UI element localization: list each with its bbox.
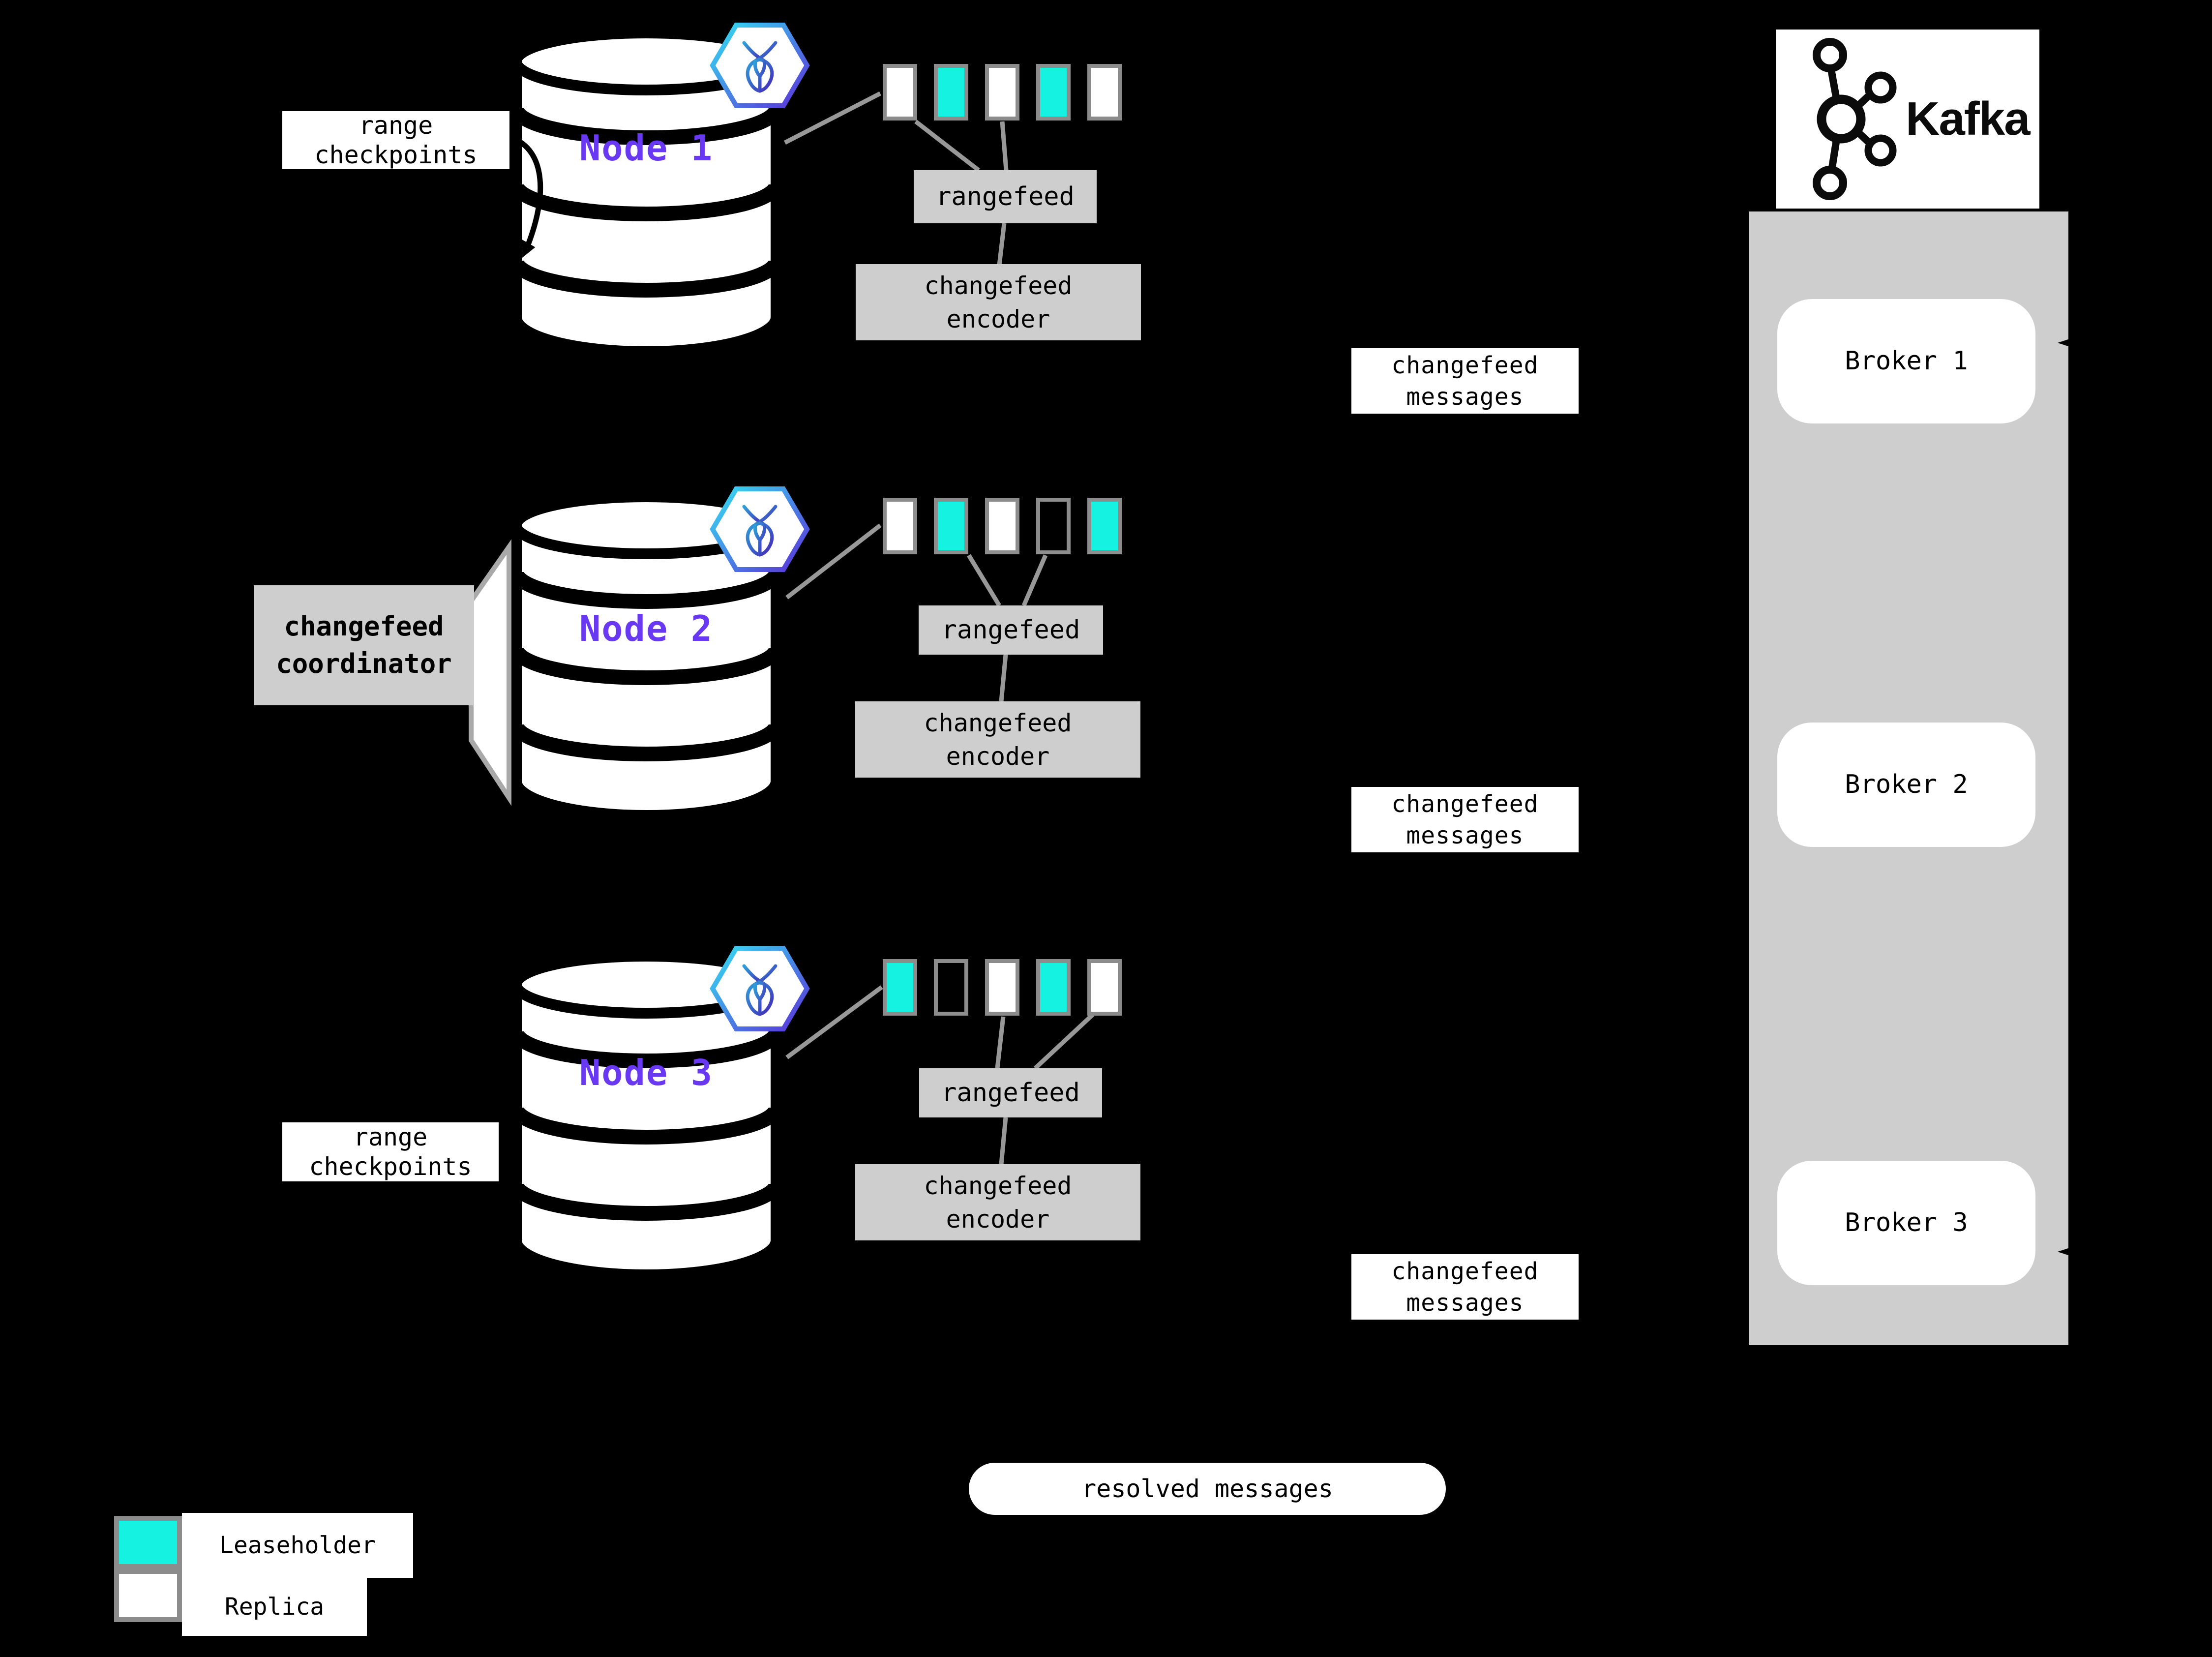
node2-label: Node 2: [579, 608, 714, 649]
node3-cylinder: [509, 951, 783, 1280]
node3-label: Node 3: [579, 1052, 714, 1093]
range-block-leaseholder: [1036, 64, 1071, 121]
changefeed-encoder-box-node3: changefeed encoder: [855, 1164, 1140, 1240]
broker-3-box: Broker 3: [1777, 1161, 2035, 1285]
resolved-messages-pill: resolved messages: [969, 1463, 1446, 1515]
rangefeed-box-node3: rangefeed: [919, 1068, 1102, 1117]
broker1-arrowhead: [2058, 335, 2080, 350]
range-block-replica: [985, 498, 1019, 554]
legend-replica-label: Replica: [182, 1578, 367, 1636]
cockroachdb-logo-icon: [710, 486, 810, 572]
range-checkpoints-arrow: [510, 135, 543, 258]
range-block-leaseholder: [934, 498, 968, 554]
changefeed-messages-label-2: changefeed messages: [1351, 787, 1579, 852]
cockroachdb-logo-icon: [710, 946, 810, 1031]
range-block-replica: [883, 64, 917, 121]
node1-label: Node 1: [579, 127, 714, 169]
range-block-replica: [883, 498, 917, 554]
changefeed-coordinator-box: changefeed coordinator: [254, 585, 474, 705]
broker-1-box: Broker 1: [1777, 299, 2035, 423]
range-block-replica: [1087, 959, 1122, 1016]
range-block-leaseholder: [1036, 959, 1071, 1016]
range-block-replica: [985, 64, 1019, 121]
node1-cylinder: [509, 28, 783, 357]
rangefeed-box-node2: rangefeed: [919, 605, 1103, 655]
range-block-leaseholder: [1087, 498, 1122, 554]
range-block-replica: [985, 959, 1019, 1016]
range-block-empty: [934, 959, 968, 1016]
changefeed-messages-label-1: changefeed messages: [1351, 348, 1579, 414]
range-block-replica: [1087, 64, 1122, 121]
connector-lines: [783, 91, 1095, 1165]
changefeed-messages-label-3: changefeed messages: [1351, 1254, 1579, 1320]
range-checkpoints-label-node3: range checkpoints: [282, 1122, 499, 1181]
legend-leaseholder-label: Leaseholder: [182, 1513, 413, 1578]
legend-replica-swatch: [114, 1569, 182, 1622]
broker3-arrowhead: [2058, 1244, 2080, 1259]
kafka-logo: Kafka: [1776, 30, 2039, 209]
legend-leaseholder-swatch: [114, 1516, 182, 1569]
node2-cylinder: [509, 491, 783, 821]
node3-range-blocks: [883, 959, 1122, 1016]
coordinator-flag: [469, 539, 511, 806]
range-block-leaseholder: [934, 64, 968, 121]
kafka-wordmark: Kafka: [1906, 92, 2030, 145]
node1-range-blocks: [883, 64, 1122, 121]
range-block-leaseholder: [883, 959, 917, 1016]
changefeed-encoder-box-node2: changefeed encoder: [855, 701, 1140, 778]
range-block-empty: [1036, 498, 1071, 554]
broker-2-box: Broker 2: [1777, 723, 2035, 847]
rangefeed-box-node1: rangefeed: [914, 170, 1097, 223]
changefeed-encoder-box-node1: changefeed encoder: [856, 264, 1141, 340]
cockroachdb-logo-icon: [710, 23, 810, 108]
range-checkpoints-label-node1: range checkpoints: [282, 111, 509, 169]
node2-range-blocks: [883, 498, 1122, 554]
kafka-logo-icon: [1813, 38, 1897, 200]
